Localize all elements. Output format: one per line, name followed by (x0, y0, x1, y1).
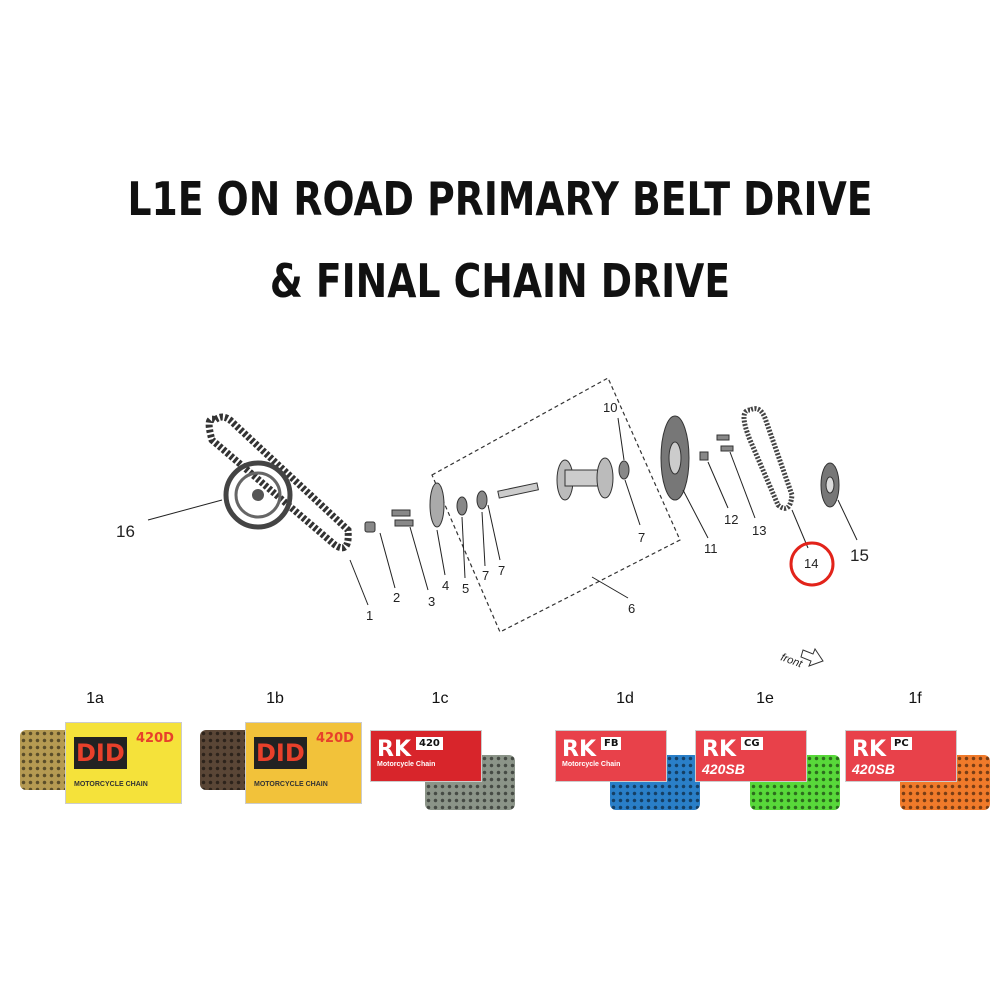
product-1a[interactable]: 1a DID 420D MOTORCYCLE CHAIN (20, 690, 182, 830)
product-id: 1f (908, 690, 922, 707)
callout-14: 14 (804, 556, 818, 571)
model-label: CG (741, 737, 763, 750)
product-1c[interactable]: 1c RK 420 Motorcycle Chain (365, 690, 515, 830)
callout-12: 12 (724, 512, 738, 527)
brand-logo: RK (852, 737, 886, 762)
chain-box: RK FB Motorcycle Chain (555, 730, 667, 782)
model-label: 420D (136, 731, 174, 746)
product-1b[interactable]: 1b DID 420D MOTORCYCLE CHAIN (200, 690, 362, 830)
brand-logo: RK (562, 737, 596, 762)
primary-belt (741, 406, 795, 511)
wheel-hub-group-outline (431, 377, 681, 633)
callout-5: 5 (462, 581, 469, 596)
callout-15: 15 (850, 546, 869, 565)
model-label: 420 (416, 737, 443, 750)
product-id: 1e (756, 690, 774, 707)
callout-10: 10 (603, 400, 617, 415)
callout-11: 11 (704, 541, 718, 556)
brand-logo: RK (702, 737, 736, 762)
type-label: Motorcycle Chain (562, 761, 621, 768)
chain-box: RK 420 Motorcycle Chain (370, 730, 482, 782)
product-1d[interactable]: 1d RK FB Motorcycle Chain (550, 690, 700, 830)
brand-logo: DID (254, 737, 307, 769)
leader-lines (147, 417, 858, 606)
small-parts (364, 415, 840, 533)
chain-box: RK CG 420SB (695, 730, 807, 782)
chain-box: DID 420D MOTORCYCLE CHAIN (245, 722, 362, 804)
callout-16: 16 (116, 522, 135, 541)
model-label: PC (891, 737, 912, 750)
callout-2: 2 (393, 590, 400, 605)
product-1e[interactable]: 1e RK CG 420SB (690, 690, 840, 830)
callout-7b: 7 (498, 563, 505, 578)
callout-13: 13 (752, 523, 766, 538)
front-arrow-icon (800, 647, 824, 667)
callout-3: 3 (428, 594, 435, 609)
brand-logo: RK (377, 737, 411, 762)
product-1f[interactable]: 1f RK PC 420SB (840, 690, 990, 830)
chain-box: DID 420D MOTORCYCLE CHAIN (65, 722, 182, 804)
highlight-circle (789, 541, 835, 587)
callout-1: 1 (366, 608, 373, 623)
product-id: 1b (266, 690, 284, 707)
model-label: 420D (316, 731, 354, 746)
product-id: 1a (86, 690, 104, 707)
final-chain-with-sprocket (205, 413, 352, 552)
type-label: MOTORCYCLE CHAIN (254, 781, 328, 788)
chain-box: RK PC 420SB (845, 730, 957, 782)
product-id: 1d (616, 690, 634, 707)
type-label: 420SB (852, 761, 895, 777)
callout-4: 4 (442, 578, 449, 593)
callout-7c: 7 (638, 530, 645, 545)
product-id: 1c (431, 690, 449, 707)
title-line-2: & FINAL CHAIN DRIVE (269, 254, 731, 308)
front-label: front (779, 652, 805, 671)
brand-logo: DID (74, 737, 127, 769)
type-label: MOTORCYCLE CHAIN (74, 781, 148, 788)
type-label: Motorcycle Chain (377, 761, 436, 768)
callout-6: 6 (628, 601, 635, 616)
title-line-1: L1E ON ROAD PRIMARY BELT DRIVE (127, 172, 873, 226)
type-label: 420SB (702, 761, 745, 777)
model-label: FB (601, 737, 622, 750)
callout-7a: 7 (482, 568, 489, 583)
